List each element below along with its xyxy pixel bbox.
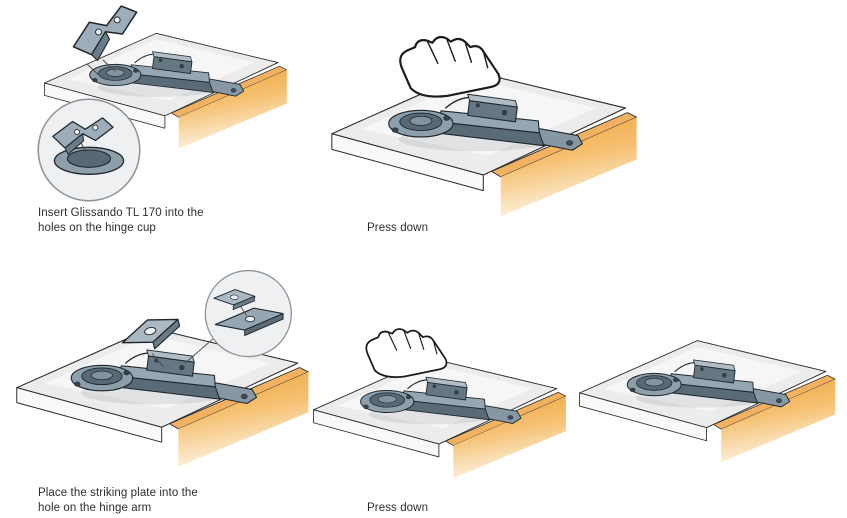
step-3-illustration <box>16 269 310 468</box>
detail-circle-arm <box>204 269 292 358</box>
leader-line <box>184 338 214 364</box>
caption-step-3: Place the striking plate into the hole o… <box>38 487 198 515</box>
board-and-hinge <box>579 340 836 463</box>
hand-icon <box>399 35 501 98</box>
caption-step-4: Press down <box>367 502 429 514</box>
step-4-illustration <box>312 328 567 479</box>
caption-step-2: Press down <box>367 222 429 234</box>
hand-icon <box>365 328 448 378</box>
leader-line <box>86 63 102 78</box>
leader-line <box>102 59 116 72</box>
step-1-illustration <box>37 2 288 202</box>
board-and-hinge <box>331 70 638 217</box>
detail-circle-cup <box>37 98 141 202</box>
step-5-illustration <box>579 340 836 463</box>
step-2-illustration <box>331 35 638 217</box>
leader-line <box>151 353 164 368</box>
caption-step-1: Insert Glissando TL 170 into the holes o… <box>38 207 204 235</box>
board-and-hinge <box>312 357 567 479</box>
